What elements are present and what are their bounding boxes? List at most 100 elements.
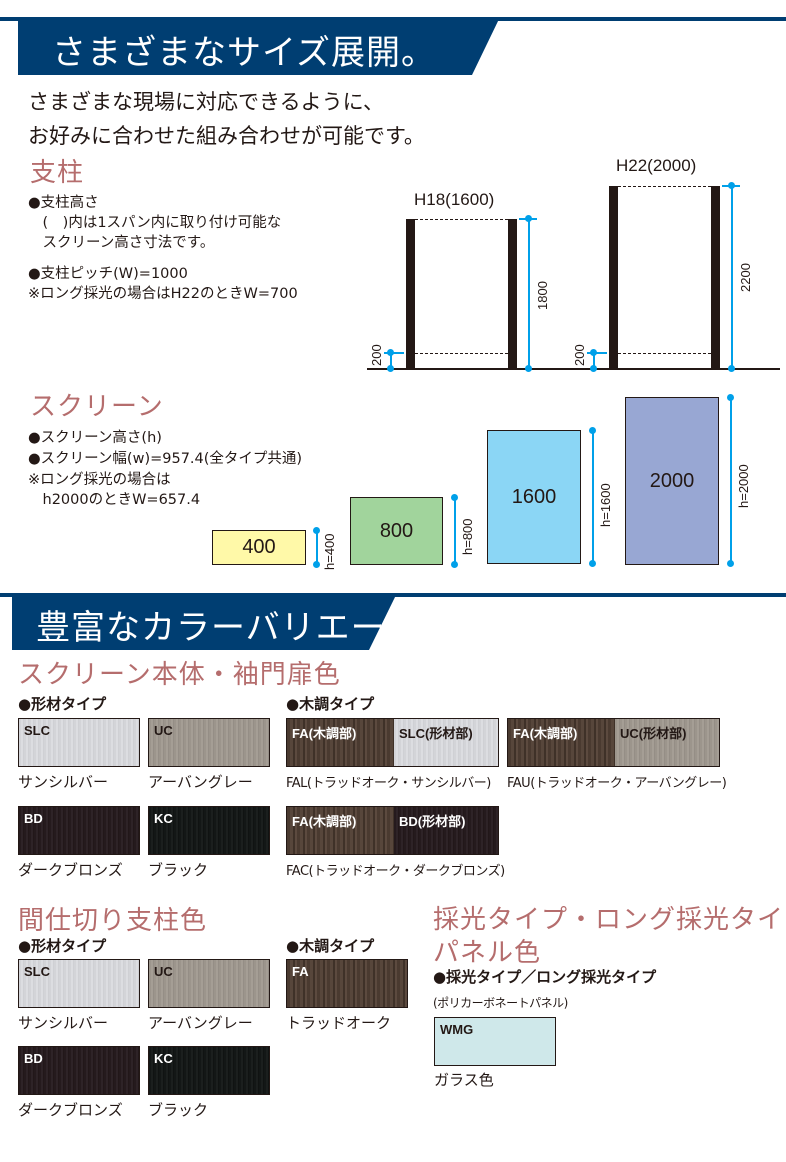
panel-colors-heading-1: 採光タイプ・ロング採光タイプ	[433, 905, 786, 935]
h18-post-left	[406, 219, 415, 369]
divider-profile-type-label: ●形材タイプ	[18, 937, 107, 955]
swatch-fal-profile: SLC(形材部)	[394, 719, 498, 766]
swatch-name: FAU(トラッドオーク・アーバングレー)	[507, 776, 727, 791]
screen-800-dot-bottom	[451, 561, 458, 568]
posts-note-3: スクリーン高さ寸法です。	[28, 235, 215, 251]
swatch-code: UC(形材部)	[620, 726, 687, 741]
swatch-fau-profile: UC(形材部)	[615, 719, 719, 766]
panel-sub-label: (ポリカーボネートパネル)	[433, 996, 568, 1010]
screen-400-dim-label: h=400	[322, 533, 337, 570]
screen-800: 800	[350, 497, 443, 565]
screen-400-dot-bottom	[313, 561, 320, 568]
divider-colors-heading: 間仕切り支柱色	[18, 906, 208, 936]
swatch-code: SLC(形材部)	[399, 726, 473, 741]
h18-base-dim	[390, 353, 392, 369]
swatch-name: アーバングレー	[148, 773, 253, 791]
screens-note-1: ●スクリーン高さ(h)	[28, 430, 162, 446]
swatch-name: サンシルバー	[18, 773, 109, 791]
swatch-code: SLC	[24, 723, 50, 738]
size-lead-line-2: お好みに合わせた組み合わせが可能です。	[28, 124, 425, 148]
swatch-fac-wood: FA(木調部)	[287, 807, 394, 854]
swatch-code: BD(形材部)	[399, 814, 466, 829]
h18-base-dot-top	[387, 349, 394, 356]
size-lead-line-1: さまざまな現場に対応できるように、	[28, 90, 384, 114]
swatch-fac[interactable]: FA(木調部) BD(形材部)	[286, 806, 499, 855]
swatch-name: ダークブロンズ	[18, 861, 123, 879]
swatch-code: FA(木調部)	[292, 726, 357, 741]
swatch-name: サンシルバー	[18, 1014, 109, 1032]
posts-note-4: ●支柱ピッチ(W)=1000	[28, 266, 188, 282]
swatch-uc[interactable]: UC	[148, 718, 270, 767]
swatch-wmg[interactable]: WMG	[434, 1017, 556, 1066]
screen-1600: 1600	[487, 430, 581, 564]
h22-height-dim	[731, 186, 733, 369]
color-section-banner: 豊富なカラーバリエーション。	[0, 593, 786, 650]
swatch-bd[interactable]: BD	[18, 806, 140, 855]
swatch-code: SLC	[24, 964, 50, 979]
swatch-name: ガラス色	[434, 1071, 494, 1089]
posts-note-5: ※ロング採光の場合はH22のときW=700	[28, 286, 298, 302]
panel-colors-heading-2: パネル色	[433, 938, 542, 968]
screen-1600-dot-bottom	[589, 560, 596, 567]
size-section-banner: さまざまなサイズ展開。	[0, 17, 786, 75]
swatch-fac-profile: BD(形材部)	[394, 807, 498, 854]
swatch-name: トラッドオーク	[286, 1014, 392, 1032]
h18-base-dash	[415, 353, 508, 354]
h18-label: H18(1600)	[414, 190, 495, 209]
h22-dot-bottom	[728, 365, 735, 372]
h22-base-dot-bottom	[590, 365, 597, 372]
h22-base-tick	[587, 352, 607, 354]
swatch-bd[interactable]: BD	[18, 1046, 140, 1095]
screen-2000: 2000	[625, 397, 719, 565]
swatch-code: KC	[154, 811, 173, 826]
divider-wood-type-label: ●木調タイプ	[286, 937, 375, 955]
screen-2000-dim	[730, 397, 732, 564]
swatch-kc[interactable]: KC	[148, 806, 270, 855]
swatch-code: UC	[154, 723, 173, 738]
ground-line	[367, 368, 780, 370]
screen-800-dim-label: h=800	[460, 518, 475, 555]
swatch-name: ブラック	[148, 1101, 209, 1119]
screens-note-4: h2000のときW=657.4	[28, 492, 201, 508]
swatch-slc[interactable]: SLC	[18, 718, 140, 767]
h22-height-label: 2200	[738, 263, 753, 292]
swatch-code: FA(木調部)	[513, 726, 578, 741]
swatch-code: KC	[154, 1051, 173, 1066]
h22-label: H22(2000)	[616, 156, 697, 175]
h22-post-right	[711, 186, 720, 369]
h22-base-dash	[618, 353, 711, 354]
swatch-name: FAL(トラッドオーク・サンシルバー)	[286, 776, 491, 791]
swatch-uc[interactable]: UC	[148, 959, 270, 1008]
h22-dot-top	[728, 182, 735, 189]
panel-type-label: ●採光タイプ／ロング採光タイプ	[433, 968, 657, 986]
screen-800-dim	[454, 497, 456, 565]
screen-2000-dot-top	[727, 394, 734, 401]
h18-post-right	[508, 219, 517, 369]
swatch-slc[interactable]: SLC	[18, 959, 140, 1008]
h18-base-label: 200	[369, 344, 384, 366]
swatch-fal[interactable]: FA(木調部) SLC(形材部)	[286, 718, 499, 767]
screen-colors-heading: スクリーン本体・袖門扉色	[18, 660, 341, 690]
screens-note-3: ※ロング採光の場合は	[28, 472, 171, 488]
swatch-code: BD	[24, 811, 43, 826]
h18-base-tick	[384, 352, 404, 354]
swatch-code: WMG	[440, 1022, 474, 1037]
swatch-code: UC	[154, 964, 173, 979]
color-section-title: 豊富なカラーバリエーション。	[36, 608, 523, 648]
h22-top-dash	[618, 186, 711, 187]
size-section-title: さまざまなサイズ展開。	[52, 33, 436, 73]
h18-base-dot-bottom	[387, 365, 394, 372]
banner-tab	[18, 17, 500, 75]
swatch-fal-wood: FA(木調部)	[287, 719, 394, 766]
swatch-fau[interactable]: FA(木調部) UC(形材部)	[507, 718, 720, 767]
swatch-kc[interactable]: KC	[148, 1046, 270, 1095]
h22-post-left	[609, 186, 618, 369]
screen-400: 400	[212, 530, 306, 565]
screen-1600-dim-label: h=1600	[598, 483, 613, 527]
posts-note-2: ( )内は1スパン内に取り付け可能な	[28, 215, 282, 231]
swatch-fa[interactable]: FA	[286, 959, 408, 1008]
swatch-name: ブラック	[148, 861, 209, 879]
posts-heading: 支柱	[30, 158, 85, 188]
screen-wood-type-label: ●木調タイプ	[286, 695, 375, 713]
posts-note-1: ●支柱高さ	[28, 195, 99, 211]
